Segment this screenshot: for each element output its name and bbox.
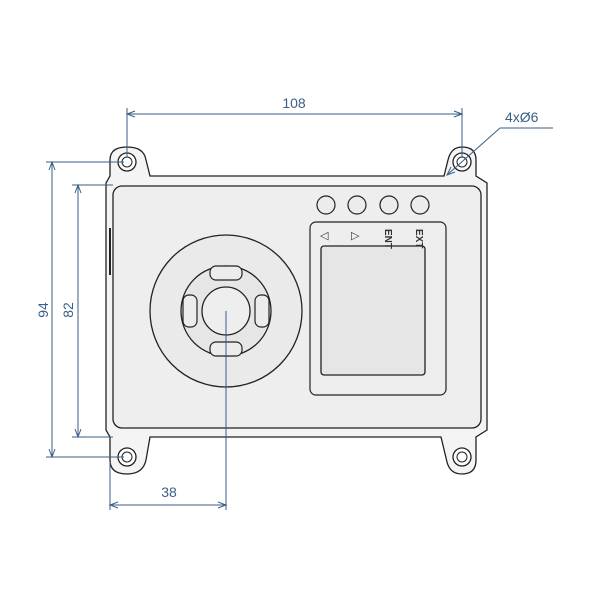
inner-height-dimension-label: 82 <box>60 302 76 318</box>
panel-button-2 <box>347 195 367 215</box>
enter-label: ENT <box>382 229 393 249</box>
panel-button-1 <box>316 195 336 215</box>
outer-height-dimension-label: 94 <box>35 302 51 318</box>
dimension-outer-height <box>46 160 124 459</box>
holes-leader <box>445 127 553 176</box>
mounting-hole-bottom-right <box>452 447 472 467</box>
dimension-inner-height <box>72 183 113 439</box>
dial-right-key <box>254 294 270 328</box>
right-arrow-label: ▷ <box>351 229 360 242</box>
width-dimension-label: 108 <box>282 95 306 111</box>
panel-button-4 <box>410 195 430 215</box>
dimension-dial-offset <box>108 311 228 510</box>
dial-left-key <box>182 294 198 328</box>
offset-dimension-label: 38 <box>161 484 177 500</box>
lcd-screen <box>320 245 426 376</box>
dial-up-key <box>209 265 243 281</box>
dimension-width <box>125 108 464 157</box>
holes-dimension-label: 4xØ6 <box>505 109 539 125</box>
left-arrow-label: ◁ <box>320 229 329 242</box>
mounting-hole-bottom-left <box>117 447 137 467</box>
panel-button-3 <box>379 195 399 215</box>
exit-label: EXT <box>413 229 424 248</box>
